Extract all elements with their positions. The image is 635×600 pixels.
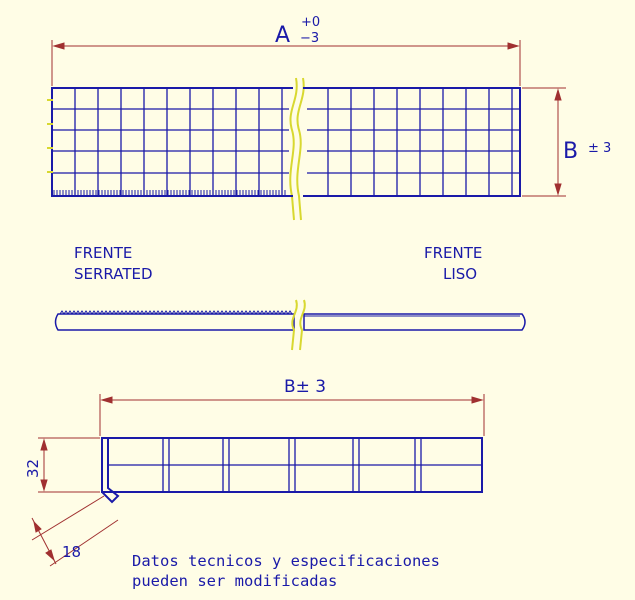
serration-tooth xyxy=(147,310,153,315)
serration-tooth xyxy=(59,310,65,315)
serration-tooth xyxy=(227,310,233,315)
serration-tooth xyxy=(271,310,277,315)
serration-tooth xyxy=(179,310,185,315)
dimension-b-tol: ± 3 xyxy=(588,141,611,156)
serration-tooth xyxy=(259,310,265,315)
serration-tooth xyxy=(91,310,97,315)
serration-tooth xyxy=(115,310,121,315)
dimension-height-label: 32 xyxy=(24,459,42,478)
serration-tooth xyxy=(99,310,105,315)
serration-tooth xyxy=(187,310,193,315)
serration-tooth xyxy=(67,310,73,315)
serration-tooth xyxy=(203,310,209,315)
serration-tooth xyxy=(263,310,269,315)
serration-tooth xyxy=(275,310,281,315)
dimension-a xyxy=(51,40,521,86)
serration-tooth xyxy=(103,310,109,315)
serration-tooth xyxy=(163,310,169,315)
serration-tooth xyxy=(279,310,285,315)
dimension-a-tol-minus: −3 xyxy=(300,31,319,46)
serration-tooth xyxy=(171,310,177,315)
serration-tooth xyxy=(135,310,141,315)
serration-tooth xyxy=(195,310,201,315)
serration-tooth xyxy=(123,310,129,315)
serration-tooth xyxy=(255,310,261,315)
serrated-edge-top-view xyxy=(53,190,286,196)
grating-side-view xyxy=(54,313,526,331)
serration-tooth xyxy=(127,310,133,315)
serration-tooth xyxy=(111,310,117,315)
serration-tooth xyxy=(231,310,237,315)
serration-tooth xyxy=(87,310,93,315)
dimension-b xyxy=(522,87,566,197)
dimension-angle xyxy=(31,495,119,567)
break-mark-side xyxy=(291,299,306,351)
serration-tooth xyxy=(119,310,125,315)
break-mark-top xyxy=(289,77,307,221)
serration-tooth xyxy=(199,310,205,315)
serration-tooth xyxy=(139,310,145,315)
serration-tooth xyxy=(235,310,241,315)
liso-label-line2: LISO xyxy=(443,265,477,283)
edge-ticks xyxy=(47,99,53,173)
serration-tooth xyxy=(223,310,229,315)
dimension-b-label: B xyxy=(563,139,578,164)
serration-tooth xyxy=(239,310,245,315)
serration-tooth xyxy=(247,310,253,315)
serration-tooth xyxy=(95,310,101,315)
serration-tooth xyxy=(167,310,173,315)
serration-tooth xyxy=(107,310,113,315)
serration-tooth xyxy=(175,310,181,315)
liso-label-line1: FRENTE xyxy=(424,244,482,262)
dimension-height xyxy=(38,437,100,493)
serration-tooth xyxy=(211,310,217,315)
serration-tooth xyxy=(207,310,213,315)
serration-tooth xyxy=(79,310,85,315)
serration-tooth xyxy=(131,310,137,315)
grating-top-view xyxy=(51,87,521,197)
grating-section-view xyxy=(101,437,483,504)
serration-tooth xyxy=(215,310,221,315)
dimension-section-b-label: B± 3 xyxy=(284,377,326,397)
serration-tooth xyxy=(71,310,77,315)
serration-tooth xyxy=(143,310,149,315)
serrated-label-line2: SERRATED xyxy=(74,265,153,283)
serration-tooth xyxy=(155,310,161,315)
dimension-section-b xyxy=(99,394,485,436)
serration-tooth xyxy=(75,310,81,315)
serration-tooth xyxy=(243,310,249,315)
serration-tooth xyxy=(151,310,157,315)
serration-tooth xyxy=(191,310,197,315)
serration-tooth xyxy=(83,310,89,315)
serration-tooth xyxy=(219,310,225,315)
serration-tooth xyxy=(283,310,289,315)
serrated-edge-side-view xyxy=(59,310,293,315)
serration-tooth xyxy=(251,310,257,315)
dimension-a-tol-plus: +0 xyxy=(301,15,320,30)
serration-tooth xyxy=(159,310,165,315)
dimension-a-label: A xyxy=(275,23,290,48)
serration-tooth xyxy=(287,310,293,315)
note-line2: pueden ser modificadas xyxy=(132,572,337,590)
serration-tooth xyxy=(63,310,69,315)
serration-tooth xyxy=(183,310,189,315)
serration-tooth xyxy=(267,310,273,315)
dimension-angle-label: 18 xyxy=(62,543,81,561)
note-line1: Datos tecnicos y especificaciones xyxy=(132,552,440,570)
serrated-label-line1: FRENTE xyxy=(74,244,132,262)
